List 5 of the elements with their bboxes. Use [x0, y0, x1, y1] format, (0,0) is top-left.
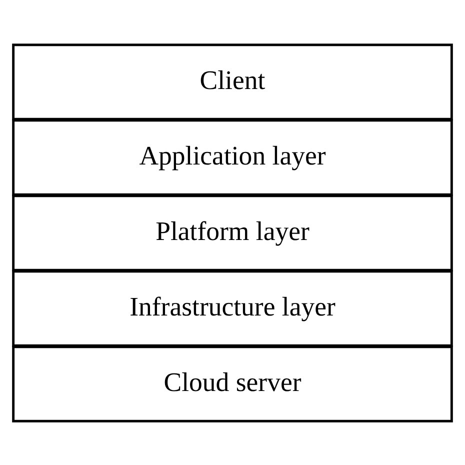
- node-box: Cloud server: [12, 345, 453, 422]
- node-box: Application layer: [12, 118, 453, 196]
- node-box: Platform layer: [12, 194, 453, 271]
- node-box: Infrastructure layer: [12, 270, 453, 346]
- node-box: Client: [12, 43, 453, 120]
